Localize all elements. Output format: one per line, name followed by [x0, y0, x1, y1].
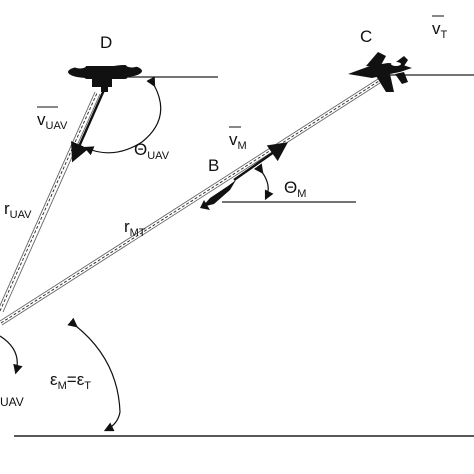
label-point-b: B — [208, 156, 219, 175]
label-point-c: C — [360, 27, 372, 46]
label-theta-uav: ΘUAV — [134, 140, 170, 162]
uav-velocity-arrow — [71, 89, 106, 163]
label-v-uav: vUAV — [37, 110, 68, 132]
label-v-t: vT — [432, 19, 448, 41]
quadcopter-icon — [68, 62, 142, 92]
label-r-mt: rMT — [124, 217, 146, 239]
label-point-d: D — [100, 33, 112, 52]
line-of-sight-target — [0, 78, 381, 326]
label-v-m: vM — [229, 130, 247, 152]
epsilon-arc — [67, 317, 121, 432]
label-epsilon-m-equals-epsilon-t: εM=εT — [50, 370, 91, 392]
label-r-uav: rUAV — [4, 199, 32, 221]
theta-uav-arc — [83, 76, 162, 156]
epsilon-uav-arc — [0, 335, 23, 375]
label-theta-m: ΘM — [284, 178, 306, 200]
missile-icon — [200, 180, 236, 210]
missile-velocity-arrow — [233, 142, 288, 181]
theta-m-arc — [253, 163, 274, 201]
label-epsilon-uav-partial: UAV — [0, 395, 24, 409]
fighter-jet-icon — [348, 52, 412, 92]
